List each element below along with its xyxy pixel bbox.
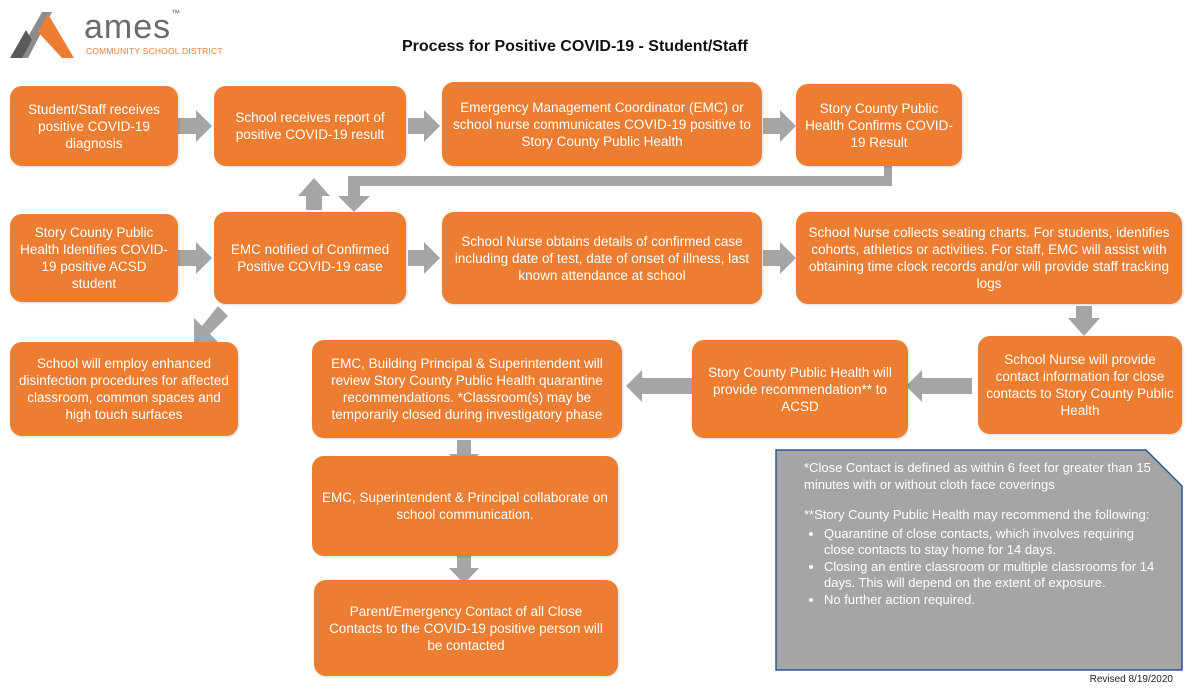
arrow-right-6 [763, 242, 796, 274]
step-contact-parents: Parent/Emergency Contact of all Close Co… [314, 580, 618, 676]
arrow-return-connector [338, 166, 892, 212]
step-nurse-obtains-details: School Nurse obtains details of confirme… [442, 212, 762, 304]
arrow-right-5 [408, 242, 440, 274]
step-emc-communicates: Emergency Management Coordinator (EMC) o… [442, 82, 762, 166]
note-bullet: Quarantine of close contacts, which invo… [824, 526, 1164, 559]
arrow-right-3 [763, 110, 796, 142]
arrow-left-1 [906, 370, 972, 402]
note-bullet-list: Quarantine of close contacts, which invo… [804, 526, 1164, 609]
arrow-up [298, 178, 330, 210]
step-school-receives-report: School receives report of positive COVID… [214, 86, 406, 166]
arrow-down-1 [1068, 306, 1100, 336]
step-review-recommendations: EMC, Building Principal & Superintendent… [312, 340, 622, 438]
logo-subtitle: COMMUNITY SCHOOL DISTRICT [86, 46, 223, 56]
arrow-left-2 [626, 370, 692, 402]
note-background [775, 449, 1183, 671]
arrow-diagonal [194, 306, 228, 342]
note-bullet: Closing an entire classroom or multiple … [824, 559, 1164, 592]
step-emc-notified: EMC notified of Confirmed Positive COVID… [214, 212, 406, 304]
page-title: Process for Positive COVID-19 - Student/… [402, 38, 748, 55]
note-bullet: No further action required. [824, 592, 1164, 609]
revised-date: Revised 8/19/2020 [1089, 674, 1173, 685]
arrow-down-3 [449, 556, 479, 584]
step-county-recommendation: Story County Public Health will provide … [692, 340, 908, 438]
step-disinfection: School will employ enhanced disinfection… [10, 342, 238, 436]
step-nurse-contact-info: School Nurse will provide contact inform… [978, 336, 1182, 434]
note-text: *Close Contact is defined as within 6 fe… [804, 460, 1164, 608]
step-communication: EMC, Superintendent & Principal collabor… [312, 456, 618, 556]
ames-a-logo-icon [10, 12, 74, 58]
arrow-right-4 [178, 242, 212, 274]
logo-wordmark: ames™ [84, 8, 182, 46]
district-logo: ames™ COMMUNITY SCHOOL DISTRICT [8, 8, 248, 60]
arrow-right-2 [408, 110, 440, 142]
step-student-diagnosis: Student/Staff receives positive COVID-19… [10, 86, 178, 166]
note-recommend-intro: **Story County Public Health may recomme… [804, 507, 1150, 522]
step-county-identifies: Story County Public Health Identifies CO… [10, 214, 178, 302]
arrow-down-2 [449, 440, 479, 470]
note-close-contact-def: *Close Contact is defined as within 6 fe… [804, 460, 1151, 492]
step-nurse-collects-charts: School Nurse collects seating charts. Fo… [796, 212, 1182, 304]
arrow-right-1 [178, 110, 212, 142]
step-county-confirms: Story County Public Health Confirms COVI… [796, 84, 962, 166]
